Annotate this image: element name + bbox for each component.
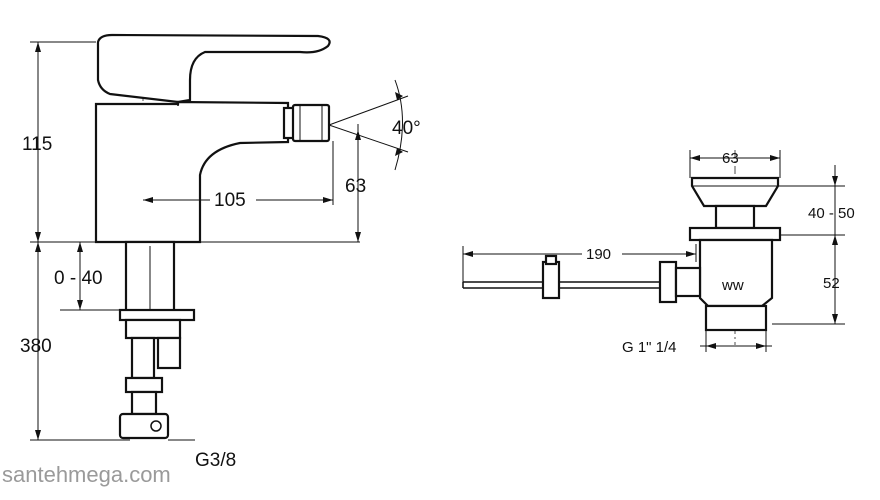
height-label: 115 [22, 134, 52, 155]
waste-flange [688, 226, 782, 242]
side-nut [658, 260, 678, 304]
waste-height-label: 52 [823, 275, 840, 292]
waste-body [698, 238, 774, 308]
supply-pipe [130, 336, 156, 380]
deck-plate [118, 308, 196, 322]
thread-label: G 1" 1/4 [622, 339, 677, 356]
plug-stem [714, 204, 756, 230]
waste-width-label: 63 [722, 150, 739, 167]
outlet-height-label: 63 [345, 176, 366, 197]
reach-label: 105 [214, 190, 246, 211]
waste-range-label: 40 - 50 [808, 205, 855, 222]
rod-length-label: 190 [586, 246, 611, 263]
fixing-nut [124, 318, 182, 340]
pipe-nut [124, 376, 164, 394]
mixer-body [94, 100, 290, 244]
total-label: 380 [20, 336, 52, 357]
angle-label: 40° [392, 118, 421, 139]
mixer-drawing: 115 380 0 - 40 105 63 40° G3/8 [20, 33, 421, 471]
mixer-lever [96, 33, 331, 104]
watermark: santehmega.com [2, 462, 171, 487]
outlet-nozzle [291, 103, 331, 143]
waste-thread [704, 304, 768, 332]
hose [130, 390, 158, 416]
waste-drawing: ᴡᴡ 63 40 - 50 52 [462, 150, 855, 356]
waste-plug [690, 176, 780, 208]
hose-connector [118, 412, 170, 440]
connection-label: G3/8 [195, 450, 236, 471]
deck-range-label: 0 - 40 [54, 268, 103, 289]
svg-text:ᴡᴡ: ᴡᴡ [721, 277, 744, 294]
supply-pipe-2 [156, 336, 182, 370]
side-connector [674, 266, 702, 298]
rod-clamp [541, 260, 561, 300]
